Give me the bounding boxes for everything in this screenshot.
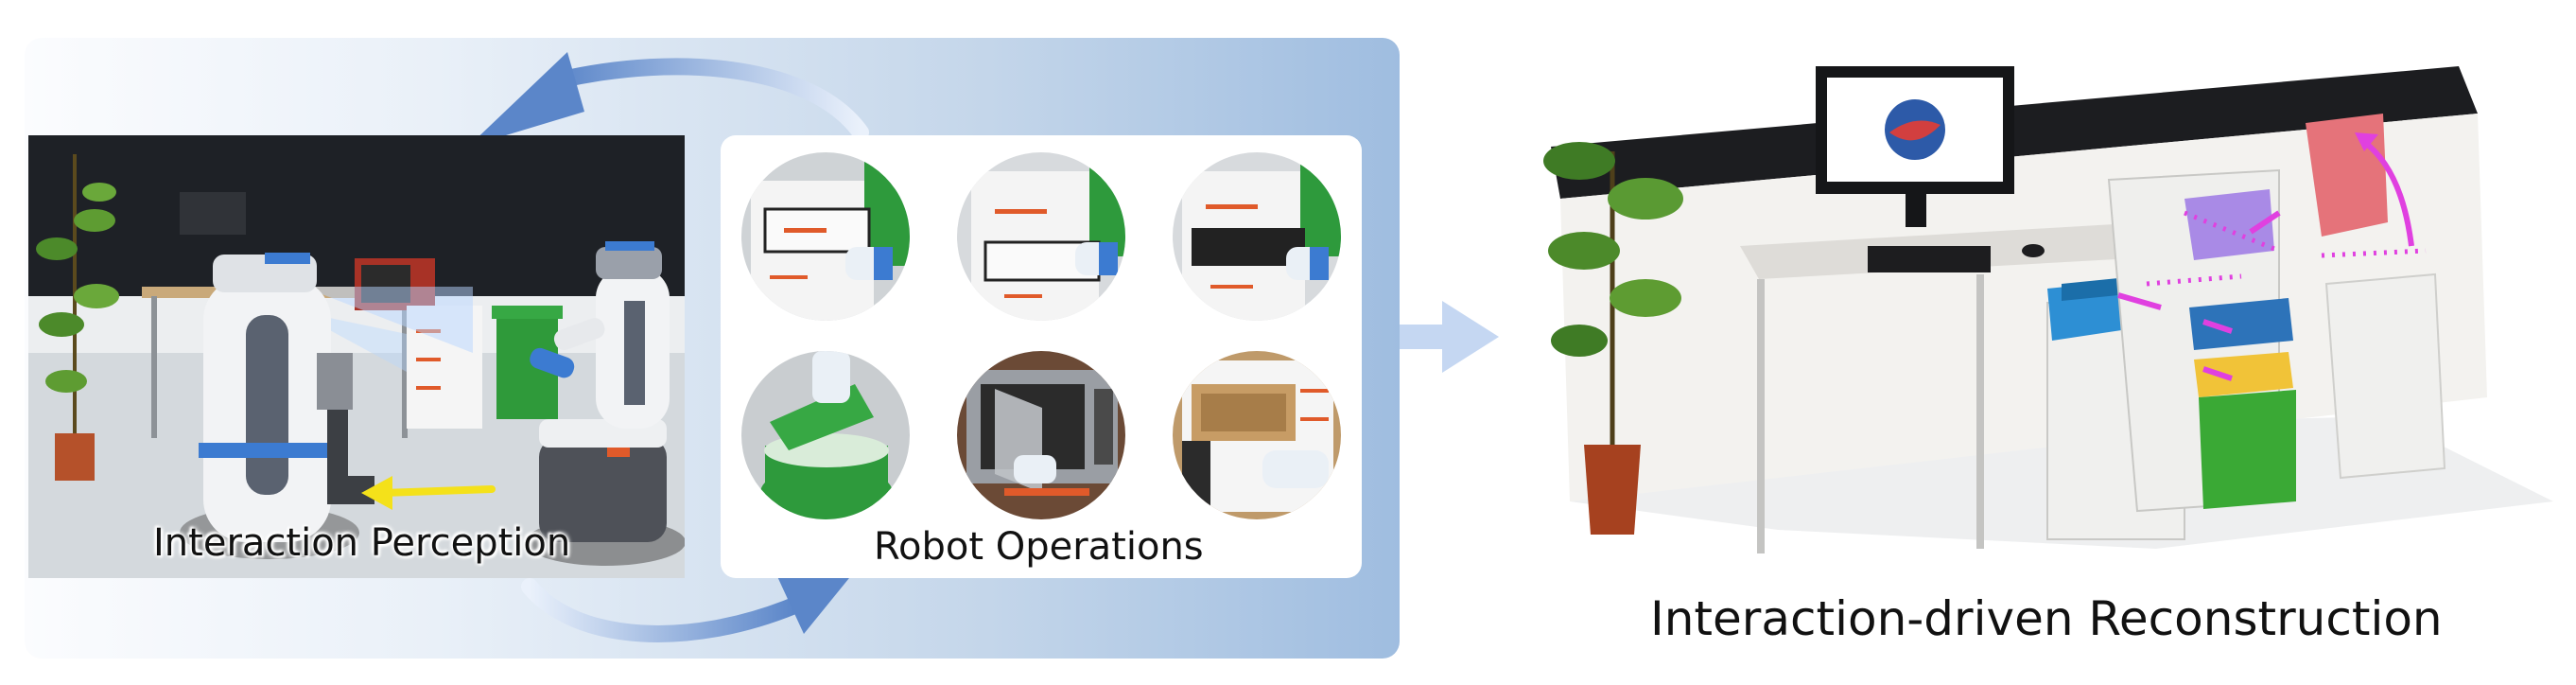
interaction-markers bbox=[2117, 132, 2427, 381]
interaction-perception-caption: Interaction Perception bbox=[153, 521, 571, 565]
trash-bin bbox=[2324, 272, 2446, 480]
lab-scene bbox=[28, 135, 685, 578]
plant-icon bbox=[1543, 142, 1683, 535]
trash-bin-icon bbox=[492, 306, 563, 419]
transition-arrow bbox=[1400, 301, 1499, 373]
operation-drawer-3 bbox=[1173, 152, 1341, 321]
purple-drawer bbox=[2184, 189, 2274, 260]
robot-operations-panel: Robot Operations bbox=[721, 135, 1362, 578]
robot-icon-operator bbox=[525, 241, 685, 566]
keyboard-icon bbox=[1868, 246, 1991, 272]
monitor-icon bbox=[180, 192, 246, 235]
cycle-arrow-top-head bbox=[468, 52, 584, 147]
reconstruction-caption: Interaction-driven Reconstruction bbox=[1650, 591, 2443, 646]
yellow-drawer bbox=[2194, 352, 2293, 397]
cycle-arrow-bottom bbox=[521, 578, 803, 642]
operation-microwave bbox=[957, 351, 1125, 519]
robot-operations-caption: Robot Operations bbox=[874, 525, 1204, 569]
blue-drawer-right bbox=[2189, 298, 2293, 350]
green-cabinet bbox=[2199, 390, 2296, 509]
interaction-perception-photo: Interaction Perception bbox=[28, 135, 685, 578]
cycle-arrow-top bbox=[549, 58, 869, 141]
plant-icon bbox=[36, 154, 119, 481]
operation-trash-lid bbox=[741, 351, 910, 519]
reconstruction-scene bbox=[1543, 66, 2553, 553]
operation-drawer-2 bbox=[957, 152, 1125, 321]
operation-wood-drawer bbox=[1173, 351, 1341, 519]
robot-icon bbox=[180, 253, 374, 559]
monitor-icon bbox=[1816, 66, 2014, 227]
operation-drawer-1 bbox=[741, 152, 910, 321]
